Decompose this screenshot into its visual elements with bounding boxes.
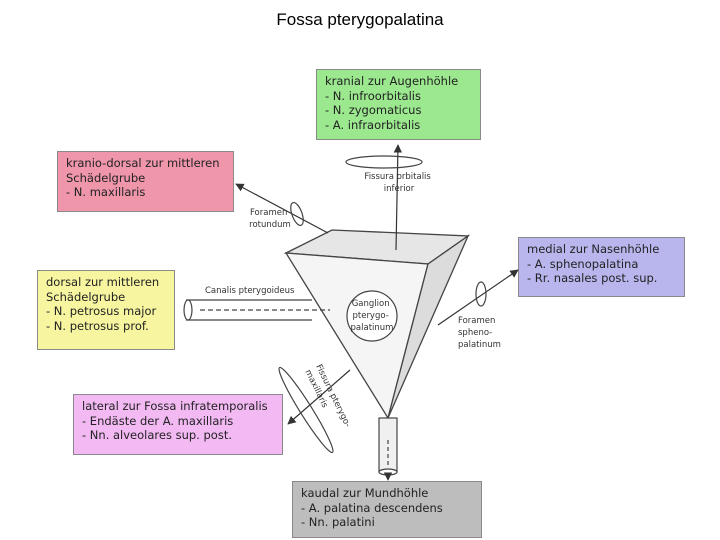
box-line: - N. petrosus prof. bbox=[46, 318, 149, 333]
foramen-rotundum-ellipse bbox=[290, 201, 304, 227]
fissura-orbitalis-ellipse bbox=[345, 155, 423, 169]
fissura-ptm-ellipse bbox=[278, 366, 334, 454]
box-line: dorsal zur mittleren bbox=[46, 275, 160, 289]
box-line: Schädelgrube bbox=[66, 170, 146, 185]
box-line: kranial zur Augenhöhle bbox=[325, 74, 459, 88]
box-line: - Endäste der A. maxillaris bbox=[82, 413, 234, 428]
ganglion-label: Ganglion pterygo- palatinum bbox=[351, 299, 394, 333]
arrow-right bbox=[437, 269, 519, 326]
canalis-tube bbox=[183, 299, 330, 321]
foramen-spheno-line-2: spheno- bbox=[458, 328, 492, 338]
box-medial: medial zur Nasenhöhle- A. sphenopalatina… bbox=[518, 237, 685, 297]
box-line: - A. infraorbitalis bbox=[325, 117, 421, 132]
fissura-orbitalis-label: Fissura orbitalis inferior bbox=[364, 172, 433, 194]
ganglion-line-3: palatinum bbox=[351, 323, 394, 333]
box-line: - N. infroorbitalis bbox=[325, 88, 421, 103]
ganglion-line-2: pterygo- bbox=[352, 311, 388, 321]
canalis-label: Canalis pterygoideus bbox=[205, 286, 295, 296]
box-line: lateral zur Fossa infratemporalis bbox=[82, 399, 268, 413]
foramen-spheno-line-3: palatinum bbox=[458, 340, 501, 350]
fissura-orbitalis-line-1: Fissura orbitalis bbox=[364, 172, 431, 182]
box-line: - N. zygomaticus bbox=[325, 103, 422, 117]
ganglion-line-1: Ganglion bbox=[352, 299, 390, 309]
box-line: - A. sphenopalatina bbox=[527, 256, 639, 271]
box-line: kaudal zur Mundhöhle bbox=[301, 486, 429, 500]
box-line: - Nn. palatini bbox=[301, 515, 375, 529]
box-lateral: lateral zur Fossa infratemporalis- Endäs… bbox=[73, 394, 283, 455]
foramen-rotundum-line-2: rotundum bbox=[249, 220, 291, 230]
box-line: - Rr. nasales post. sup. bbox=[527, 271, 658, 285]
box-line: medial zur Nasenhöhle bbox=[527, 242, 660, 256]
box-line: - A. palatina descendens bbox=[301, 500, 443, 515]
box-line: kranio-dorsal zur mittleren bbox=[66, 156, 220, 170]
foramen-spheno-ellipse bbox=[475, 281, 487, 307]
fissura-orbitalis-line-2: inferior bbox=[384, 184, 415, 194]
box-line: - N. petrosus major bbox=[46, 304, 157, 318]
box-line: Schädelgrube bbox=[46, 289, 126, 304]
box-line: - Nn. alveolares sup. post. bbox=[82, 428, 232, 442]
arrow-up bbox=[393, 144, 403, 251]
box-line: - N. maxillaris bbox=[66, 185, 146, 199]
ganglion-circle bbox=[346, 290, 398, 342]
arrow-lower-left bbox=[287, 369, 351, 425]
box-kaudal: kaudal zur Mundhöhle- A. palatina descen… bbox=[292, 481, 482, 538]
page-title: Fossa pterygopalatina bbox=[276, 10, 444, 29]
foramen-rotundum-line-1: Foramen bbox=[250, 208, 287, 218]
stem-tube bbox=[378, 417, 398, 476]
foramen-rotundum-label: Foramen rotundum bbox=[249, 208, 291, 230]
foramen-spheno-label: Foramen spheno- palatinum bbox=[458, 316, 501, 350]
arrow-upper-left bbox=[235, 183, 329, 234]
box-kranial: kranial zur Augenhöhle- N. infroorbitali… bbox=[316, 69, 481, 140]
foramen-spheno-line-1: Foramen bbox=[458, 316, 495, 326]
